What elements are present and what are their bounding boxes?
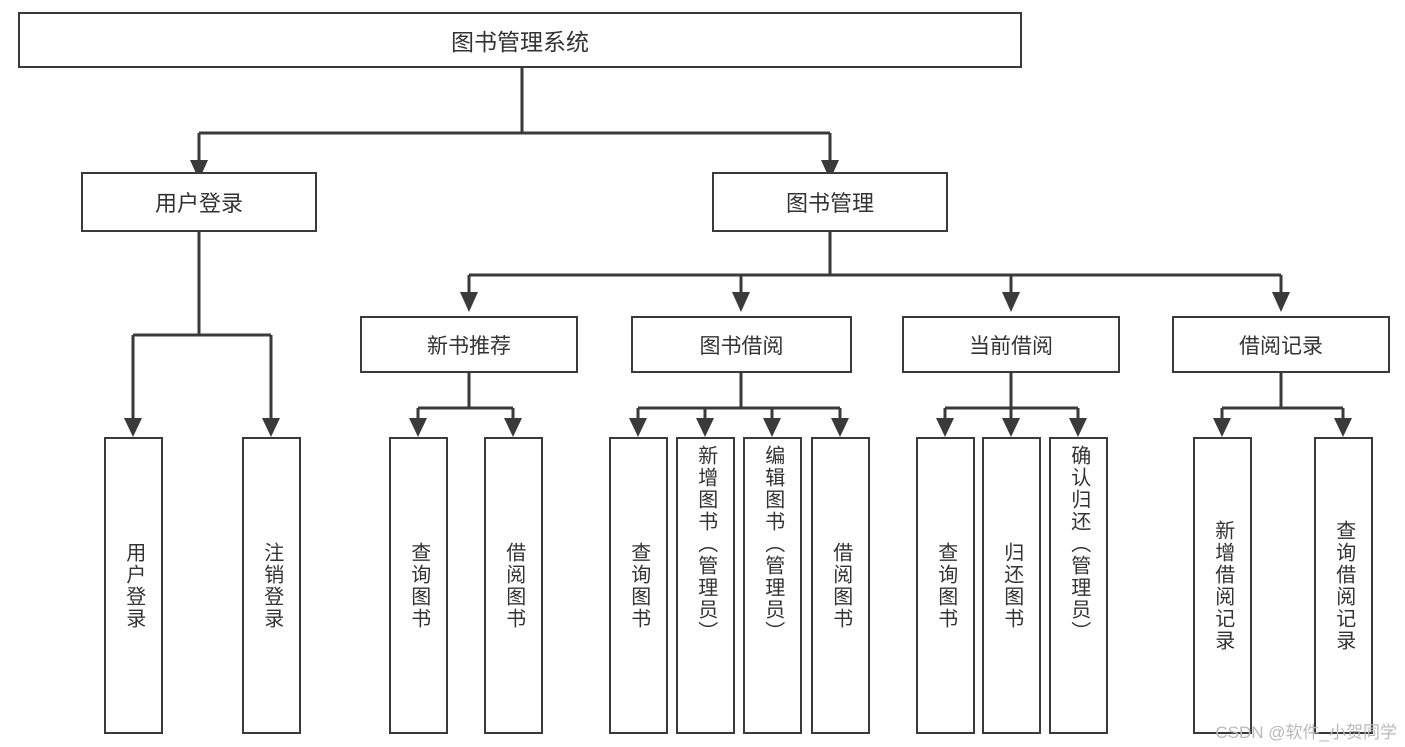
leaf-new-book-query-book[interactable]: 查询图书 [389, 437, 448, 734]
leaf-current-borrow-confirm-return-admin[interactable]: 确认归还（管理员） [1049, 437, 1108, 734]
node-book-borrow[interactable]: 图书借阅 [631, 316, 852, 373]
node-label: 注销登录 [260, 541, 283, 630]
node-label: 当前借阅 [969, 334, 1053, 358]
leaf-user-login-login[interactable]: 用户登录 [104, 437, 163, 734]
node-label: 新书推荐 [427, 334, 511, 358]
node-label: 编辑图书（管理员） [761, 445, 784, 643]
leaf-current-borrow-query-book[interactable]: 查询图书 [916, 437, 975, 734]
node-label: 查询图书 [627, 541, 650, 630]
node-label: 用户登录 [122, 541, 145, 630]
node-label: 图书管理系统 [451, 29, 589, 55]
leaf-borrow-record-query-record[interactable]: 查询借阅记录 [1314, 437, 1373, 734]
watermark: CSDN @软件_小贺同学 [1215, 723, 1397, 742]
leaf-current-borrow-return-book[interactable]: 归还图书 [982, 437, 1041, 734]
node-label: 查询图书 [407, 541, 430, 630]
node-label: 用户登录 [154, 191, 243, 216]
leaf-user-login-logout[interactable]: 注销登录 [242, 437, 301, 734]
leaf-new-book-borrow-book[interactable]: 借阅图书 [484, 437, 543, 734]
node-book-management[interactable]: 图书管理 [712, 172, 948, 232]
node-user-login[interactable]: 用户登录 [81, 172, 317, 232]
node-root-book-management-system[interactable]: 图书管理系统 [18, 12, 1022, 68]
node-label: 查询图书 [934, 541, 957, 630]
node-label: 新增图书（管理员） [694, 445, 717, 643]
node-label: 新增借阅记录 [1211, 519, 1234, 652]
leaf-book-borrow-add-book-admin[interactable]: 新增图书（管理员） [676, 437, 735, 734]
node-label: 归还图书 [1000, 541, 1023, 630]
node-label: 确认归还（管理员） [1067, 445, 1090, 643]
node-current-borrow[interactable]: 当前借阅 [902, 316, 1120, 373]
leaf-book-borrow-edit-book-admin[interactable]: 编辑图书（管理员） [743, 437, 802, 734]
node-label: 借阅图书 [502, 541, 525, 630]
node-label: 图书借阅 [699, 334, 784, 358]
leaf-book-borrow-query-book[interactable]: 查询图书 [609, 437, 668, 734]
leaf-book-borrow-borrow-book[interactable]: 借阅图书 [811, 437, 870, 734]
node-borrow-record[interactable]: 借阅记录 [1172, 316, 1390, 373]
node-label: 图书管理 [785, 191, 874, 216]
node-label: 借阅记录 [1239, 334, 1323, 358]
leaf-borrow-record-add-record[interactable]: 新增借阅记录 [1193, 437, 1252, 734]
node-new-book-recommend[interactable]: 新书推荐 [360, 316, 578, 373]
node-label: 借阅图书 [829, 541, 852, 630]
node-label: 查询借阅记录 [1332, 519, 1355, 652]
